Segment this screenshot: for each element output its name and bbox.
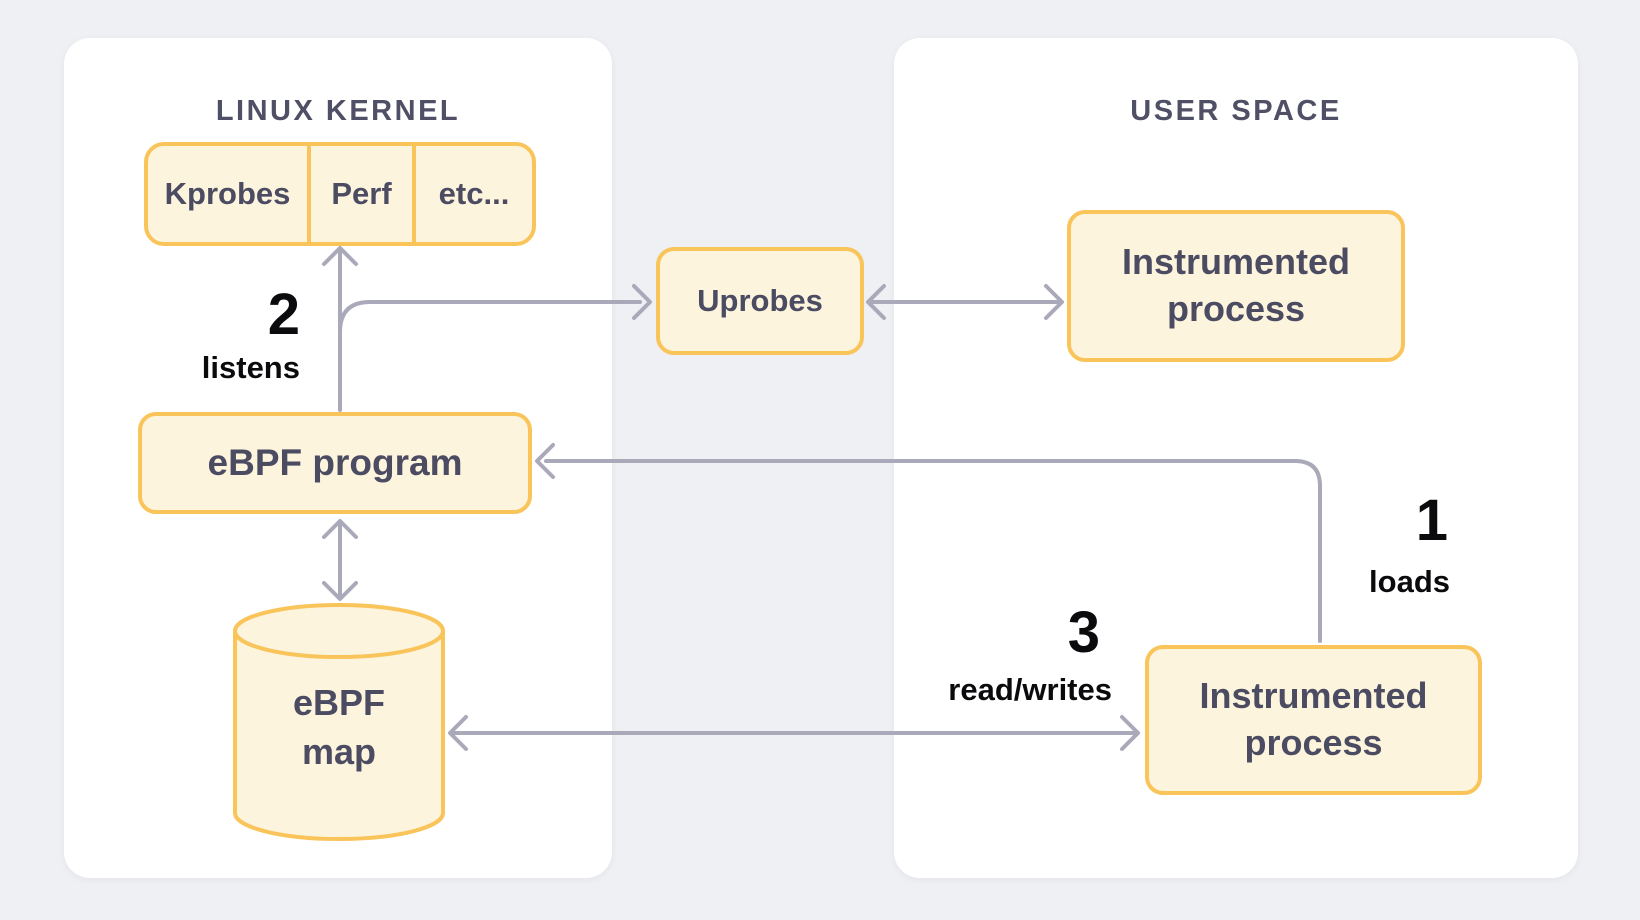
kprobes-cell: Kprobes — [164, 176, 291, 211]
step-1-number: 1 — [1415, 488, 1448, 553]
step-3-number: 3 — [1067, 600, 1100, 665]
etc-cell: etc... — [438, 176, 510, 211]
linux-kernel-title: LINUX KERNEL — [215, 95, 461, 127]
instrumented-top-line2: process — [1166, 288, 1306, 329]
step-2-label: listens — [201, 350, 300, 385]
instrumented-top-line1: Instrumented — [1121, 241, 1351, 283]
kernel-probes-row: Kprobes Perf etc... — [144, 142, 536, 246]
instrumented-process-bottom-box: Instrumented process — [1145, 645, 1482, 795]
step-3-label: read/writes — [948, 672, 1112, 707]
ebpf-map-label: eBPF map — [235, 668, 443, 788]
perf-cell: Perf — [307, 146, 416, 242]
step-2-number: 2 — [267, 282, 300, 347]
ebpf-program-box: eBPF program — [138, 412, 532, 514]
ebpf-map-cylinder — [233, 603, 445, 841]
ebpf-map-label-line2: map — [301, 731, 377, 772]
instrumented-bottom-line1: Instrumented — [1199, 675, 1428, 717]
uprobes-box: Uprobes — [656, 247, 864, 355]
ebpf-map-label-line1: eBPF — [292, 682, 386, 724]
instrumented-bottom-line2: process — [1244, 722, 1383, 763]
step-1-label: loads — [1369, 564, 1450, 599]
user-space-title: USER SPACE — [1130, 95, 1342, 127]
instrumented-process-top-box: Instrumented process — [1067, 210, 1405, 362]
